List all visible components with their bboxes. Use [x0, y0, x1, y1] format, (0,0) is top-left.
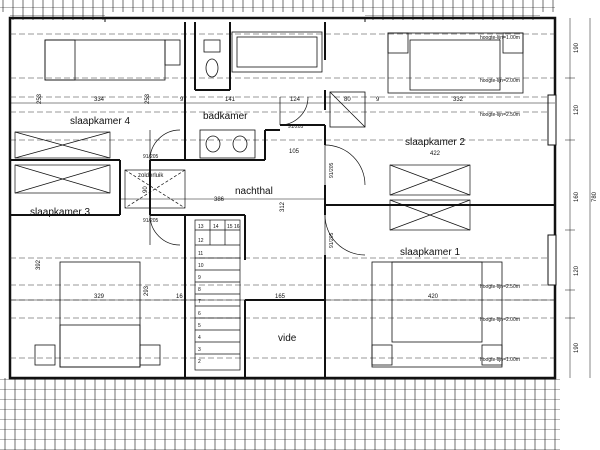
dim-bottom-2: 165: [275, 294, 286, 300]
room-zolderluik: zolderluik: [138, 173, 164, 179]
dim-right-2: 160: [574, 191, 580, 202]
room-nachthal: nachthal: [235, 186, 273, 197]
outer-walls: [8, 16, 557, 380]
hoogte-200-bottom: hoogte-lijn=2.00m: [480, 317, 520, 323]
doors: [149, 96, 366, 256]
stair-5: 5: [198, 323, 201, 329]
dim-top-5: 124: [290, 97, 301, 103]
dims-right: 190 120 160 780 120 190: [574, 42, 598, 353]
dim-right-0: 190: [574, 42, 580, 53]
dim-bottom-1: 16: [176, 294, 183, 300]
stair-11: 11: [198, 251, 203, 257]
stair-16: 16: [234, 224, 240, 230]
closets: [14, 131, 471, 231]
dim-312: 312: [280, 201, 286, 212]
dim-top-8: 332: [453, 97, 464, 103]
dim-bottom-3: 420: [428, 294, 439, 300]
hoogte-250-top: hoogte-lijn=2.50m: [480, 112, 520, 118]
dim-top-4: 141: [225, 97, 236, 103]
stair-15: 15: [227, 224, 233, 230]
dim-top-0: 253: [37, 93, 43, 104]
stairs: [194, 219, 241, 371]
dims-bottom: 329 16 165 420: [94, 294, 439, 300]
stair-13: 13: [198, 224, 204, 230]
bathroom-fixtures: [199, 31, 366, 159]
stair-10: 10: [198, 263, 204, 269]
dims-mid: 422 105 386 312 90 392 293: [36, 149, 441, 296]
door-dim-3: 91/205: [329, 232, 335, 248]
door-dim-2: 91/205: [329, 162, 335, 178]
room-slaapkamer1: slaapkamer 1: [400, 247, 460, 258]
dim-right-5: 190: [574, 342, 580, 353]
dim-top-6: 80: [344, 97, 351, 103]
dim-right-3: 780: [592, 191, 598, 202]
dimension-lines: [10, 18, 591, 378]
stair-8: 8: [198, 287, 201, 293]
dim-top-7: 9: [376, 97, 380, 103]
door-dim-0: 91/205: [143, 154, 159, 160]
stair-3: 3: [198, 347, 201, 353]
stair-2: 2: [198, 359, 201, 365]
windows: [547, 94, 557, 286]
beds: [34, 32, 524, 368]
dim-386: 386: [214, 197, 225, 203]
dims-top: 253 334 253 9 141 124 80 9 332: [37, 93, 464, 104]
room-badkamer: badkamer: [203, 111, 248, 122]
stair-4: 4: [198, 335, 201, 341]
dim-bottom-0: 329: [94, 294, 105, 300]
room-slaapkamer2: slaapkamer 2: [405, 137, 465, 148]
room-labels: slaapkamer 4 badkamer slaapkamer 2 nacht…: [30, 111, 465, 344]
dim-392: 392: [36, 259, 42, 270]
height-lines: [10, 33, 555, 359]
hoogte-100-top: hoogte-lijn=1.00m: [480, 35, 520, 41]
height-notes: hoogte-lijn=1.00m hoogte-lijn=2.00m hoog…: [480, 35, 520, 363]
hoogte-100-bottom: hoogte-lijn=1.00m: [480, 357, 520, 363]
hoogte-250-bottom: hoogte-lijn=2.50m: [480, 284, 520, 290]
dim-right-4: 120: [574, 265, 580, 276]
interior-walls: [10, 22, 555, 378]
door-dim-4: 91/205: [288, 124, 304, 130]
dim-top-1: 334: [94, 97, 105, 103]
dim-top-3: 9: [180, 97, 184, 103]
room-slaapkamer4: slaapkamer 4: [70, 116, 130, 127]
dim-right-1: 120: [574, 104, 580, 115]
stair-7: 7: [198, 299, 201, 305]
dim-293: 293: [144, 285, 150, 296]
stair-12: 12: [198, 238, 204, 244]
stair-14: 14: [213, 224, 219, 230]
attic-hatch: [124, 169, 186, 209]
room-slaapkamer3: slaapkamer 3: [30, 207, 90, 218]
dim-top-2: 253: [145, 93, 151, 104]
door-dim-1: 91/205: [143, 218, 159, 224]
dim-105: 105: [289, 149, 300, 155]
stair-9: 9: [198, 275, 201, 281]
room-vide: vide: [278, 333, 297, 344]
stair-6: 6: [198, 311, 201, 317]
hoogte-200-top: hoogte-lijn=2.00m: [480, 78, 520, 84]
roof-top: [0, 0, 555, 20]
roof-bottom: [0, 378, 560, 450]
door-dims: 91/205 91/205 91/205 91/205 91/205: [143, 124, 335, 248]
dim-90: 90: [143, 186, 149, 193]
dim-422: 422: [430, 151, 441, 157]
stair-numbers: 13 14 15 16 12 11 10 9 8 7 6 5 4 3 2: [198, 224, 240, 365]
